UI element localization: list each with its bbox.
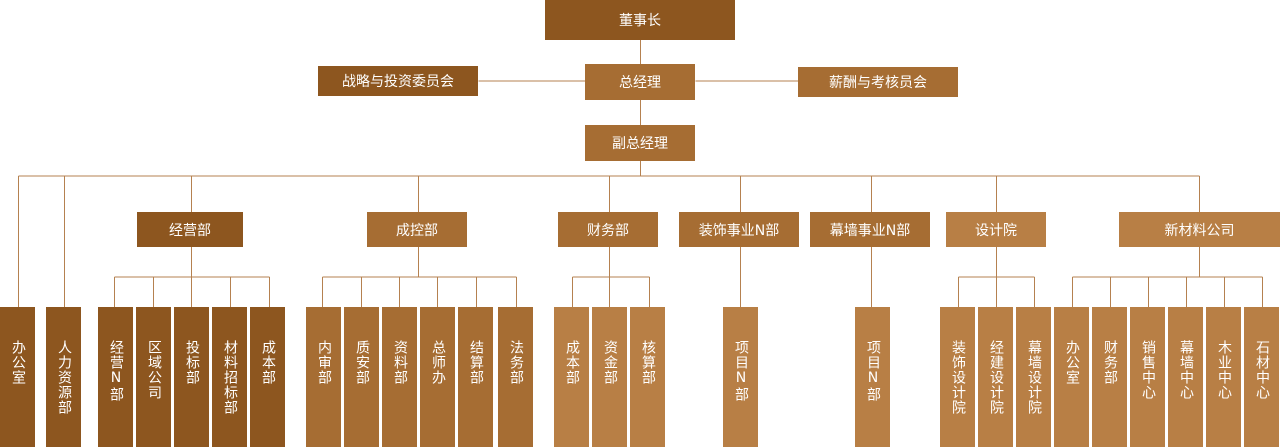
sub-unit: 资料部 [382, 307, 417, 447]
dept-decoration-label: 装饰事业N部 [698, 222, 780, 239]
sub-unit: 幕墙设计院 [1016, 307, 1051, 447]
sub-unit: 区域公司 [136, 307, 171, 447]
sub-unit-label: 资金部 [602, 340, 618, 385]
sub-unit-label: 幕墙中心 [1178, 340, 1194, 400]
sub-unit-label: 经营N部 [108, 340, 124, 402]
dept-office-label: 办公室 [10, 340, 26, 385]
sub-unit: 成本部 [250, 307, 285, 447]
chairman-box: 董事长 [545, 0, 735, 40]
sub-unit-label: 办公室 [1064, 340, 1080, 385]
sub-unit: 项目N部 [723, 307, 758, 447]
sub-unit-label: 核算部 [640, 340, 656, 385]
sub-unit: 结算部 [458, 307, 493, 447]
sub-unit: 核算部 [630, 307, 665, 447]
sub-unit-label: 内审部 [316, 340, 332, 385]
sub-unit: 木业中心 [1206, 307, 1241, 447]
sub-unit-label: 成本部 [260, 340, 276, 385]
sub-unit: 幕墙中心 [1168, 307, 1203, 447]
dept-cost-control: 成控部 [367, 212, 467, 247]
strategy-committee-label: 战略与投资委员会 [342, 74, 454, 90]
dept-design-label: 设计院 [975, 222, 1017, 239]
sub-unit: 装饰设计院 [940, 307, 975, 447]
dept-curtain-wall: 幕墙事业N部 [810, 212, 930, 247]
general-manager-label: 总经理 [619, 75, 661, 91]
sub-unit-label: 投标部 [184, 340, 200, 385]
general-manager-box: 总经理 [585, 64, 695, 100]
sub-unit-label: 质安部 [354, 340, 370, 385]
sub-unit: 资金部 [592, 307, 627, 447]
sub-unit: 总师办 [420, 307, 455, 447]
sub-unit: 财务部 [1092, 307, 1127, 447]
sub-unit-label: 经建设计院 [988, 340, 1004, 415]
sub-unit: 质安部 [344, 307, 379, 447]
dept-finance: 财务部 [558, 212, 658, 247]
sub-unit: 项目N部 [855, 307, 890, 447]
sub-unit-label: 财务部 [1102, 340, 1118, 385]
sub-unit-label: 结算部 [468, 340, 484, 385]
dept-new-materials-label: 新材料公司 [1164, 222, 1235, 239]
sub-unit-label: 幕墙设计院 [1026, 340, 1042, 415]
sub-unit: 石材中心 [1244, 307, 1279, 447]
dept-operations-label: 经营部 [169, 222, 211, 239]
sub-unit-label: 材料招标部 [222, 340, 238, 415]
sub-unit-label: 成本部 [564, 340, 580, 385]
sub-unit-label: 法务部 [508, 340, 524, 385]
sub-unit-label: 销售中心 [1140, 340, 1156, 400]
sub-unit-label: 石材中心 [1254, 340, 1270, 400]
dept-office: 办公室 [0, 307, 35, 447]
dept-hr: 人力资源部 [46, 307, 81, 447]
sub-unit-label: 项目N部 [733, 340, 749, 402]
sub-unit: 材料招标部 [212, 307, 247, 447]
sub-unit-label: 总师办 [430, 340, 446, 385]
sub-unit: 销售中心 [1130, 307, 1165, 447]
dept-curtain-wall-label: 幕墙事业N部 [829, 222, 911, 239]
strategy-committee-box: 战略与投资委员会 [318, 66, 478, 96]
sub-unit-label: 木业中心 [1216, 340, 1232, 400]
sub-unit: 经建设计院 [978, 307, 1013, 447]
dept-design: 设计院 [946, 212, 1046, 247]
chairman-label: 董事长 [619, 13, 661, 29]
sub-unit: 内审部 [306, 307, 341, 447]
dept-new-materials: 新材料公司 [1119, 212, 1280, 247]
sub-unit-label: 装饰设计院 [950, 340, 966, 415]
sub-unit: 法务部 [498, 307, 533, 447]
sub-unit-label: 项目N部 [865, 340, 881, 402]
deputy-gm-label: 副总经理 [612, 136, 668, 152]
sub-unit: 经营N部 [98, 307, 133, 447]
dept-finance-label: 财务部 [587, 222, 629, 239]
salary-committee-label: 薪酬与考核员会 [829, 75, 927, 91]
salary-committee-box: 薪酬与考核员会 [798, 67, 958, 97]
dept-operations: 经营部 [137, 212, 243, 247]
deputy-gm-box: 副总经理 [585, 125, 695, 161]
sub-unit-label: 区域公司 [146, 340, 162, 400]
sub-unit-label: 资料部 [392, 340, 408, 385]
dept-cost-control-label: 成控部 [396, 222, 438, 239]
sub-unit: 成本部 [554, 307, 589, 447]
dept-decoration: 装饰事业N部 [679, 212, 799, 247]
sub-unit: 办公室 [1054, 307, 1089, 447]
dept-hr-label: 人力资源部 [56, 340, 72, 415]
sub-unit: 投标部 [174, 307, 209, 447]
